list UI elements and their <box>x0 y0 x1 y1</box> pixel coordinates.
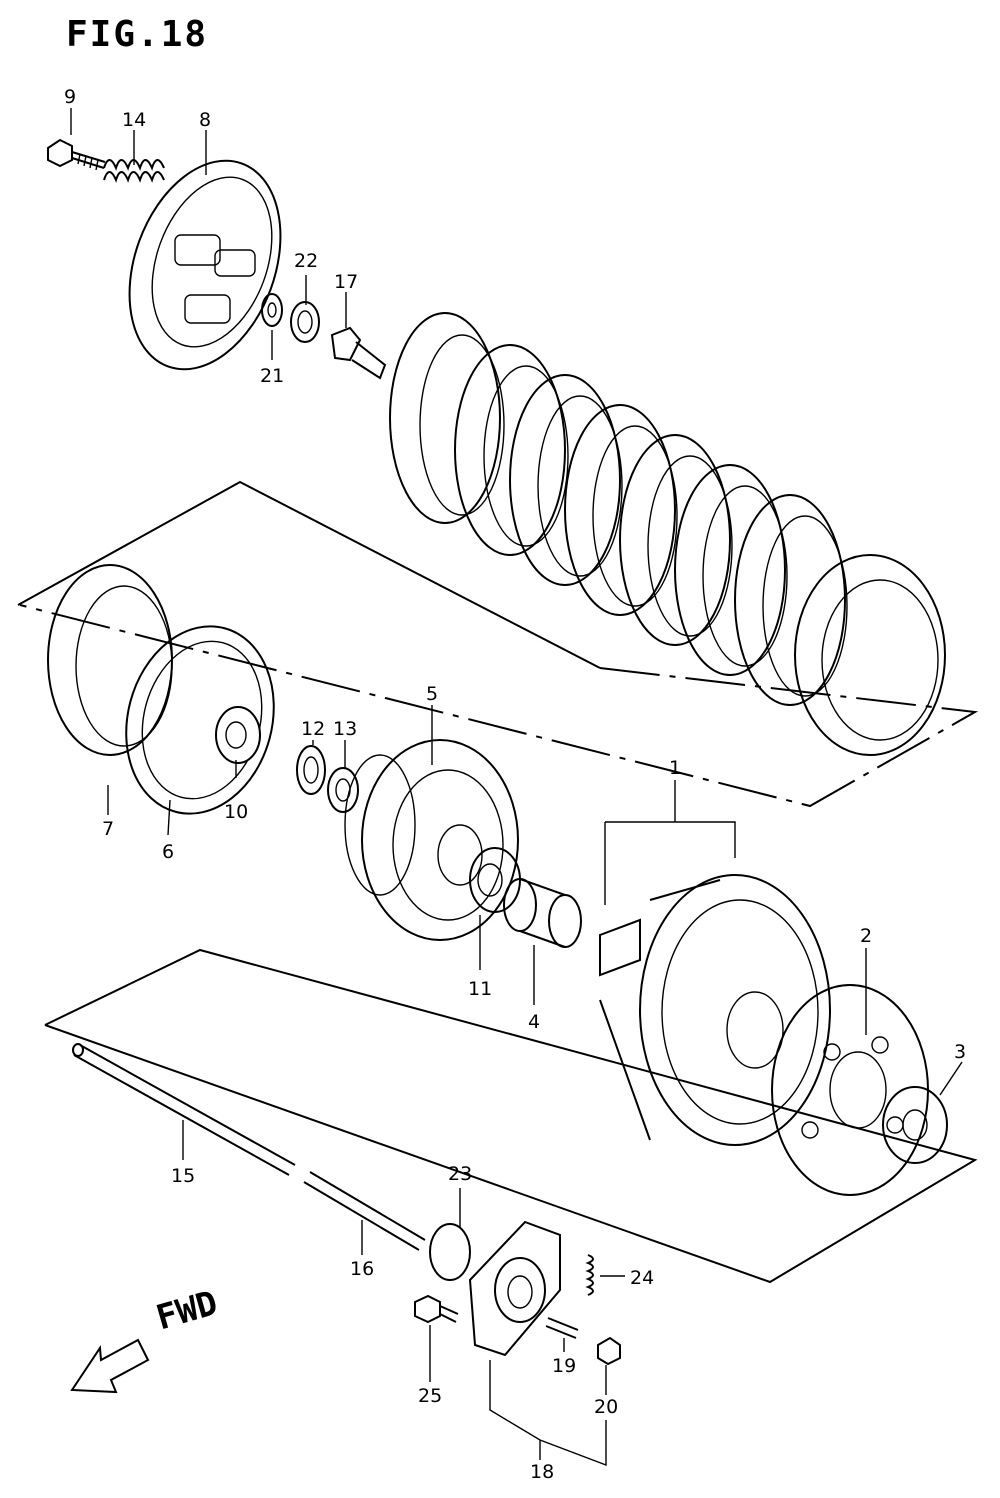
callout-17: 17 <box>334 271 358 293</box>
callout-3: 3 <box>954 1041 966 1063</box>
callout-15: 15 <box>171 1165 195 1187</box>
callout-25: 25 <box>418 1385 442 1407</box>
thrust-washer-3-shape <box>882 1086 948 1164</box>
push-piece-17-shape <box>330 326 387 380</box>
callout-18: 18 <box>530 1461 554 1483</box>
oil-seal-23-shape <box>429 1223 471 1281</box>
push-rod-15-shape <box>72 1043 296 1176</box>
callout-19: 19 <box>552 1355 576 1377</box>
callout-6: 6 <box>162 841 174 863</box>
callout-11: 11 <box>468 978 492 1000</box>
bolt-9-shape <box>47 138 106 171</box>
bearing-22-shape <box>290 301 320 343</box>
drive-plate-7-shape <box>47 564 173 756</box>
nut-20-shape <box>597 1336 621 1366</box>
primary-driven-gear-1-shape <box>599 874 831 1146</box>
figure-title: FIG.18 <box>66 14 209 55</box>
leader-lines <box>70 108 963 1467</box>
clutch-plate-stack <box>389 312 946 756</box>
callout-23: 23 <box>448 1163 472 1185</box>
bolt-25-shape <box>414 1294 459 1324</box>
callout-16: 16 <box>350 1258 374 1280</box>
pressure-plate-8-shape <box>128 159 282 371</box>
callout-8: 8 <box>199 109 211 131</box>
callout-5: 5 <box>426 683 438 705</box>
callout-labels: 9 14 8 22 17 21 12 13 5 1 7 6 10 2 11 4 … <box>64 86 966 1483</box>
callout-14: 14 <box>122 109 146 131</box>
screw-19-shape <box>545 1317 579 1339</box>
group-outline-lower <box>44 948 978 1284</box>
push-rod-16-shape <box>303 1171 426 1251</box>
release-assembly-18-shape <box>468 1220 561 1357</box>
spacer-10-shape <box>215 706 261 764</box>
callout-1: 1 <box>669 757 681 779</box>
callout-10: 10 <box>224 801 248 823</box>
callout-9: 9 <box>64 86 76 108</box>
callout-24: 24 <box>630 1267 654 1289</box>
clutch-plate-6-shape <box>125 625 275 815</box>
group-outline-upper <box>17 480 979 808</box>
fwd-arrow-icon <box>70 1338 150 1394</box>
callout-4: 4 <box>528 1011 540 1033</box>
lock-washer-13-shape <box>327 767 359 813</box>
callout-20: 20 <box>594 1396 618 1418</box>
callout-2: 2 <box>860 925 872 947</box>
callout-22: 22 <box>294 250 318 272</box>
needle-bearing-4-shape <box>503 878 582 948</box>
callout-21: 21 <box>260 365 284 387</box>
callout-7: 7 <box>102 818 114 840</box>
washer-21-shape <box>261 293 283 327</box>
washer-12-shape <box>296 745 326 795</box>
callout-13: 13 <box>333 718 357 740</box>
spring-24-shape <box>585 1254 594 1296</box>
sleeve-hub-5-shape <box>344 739 519 941</box>
callout-12: 12 <box>301 718 325 740</box>
